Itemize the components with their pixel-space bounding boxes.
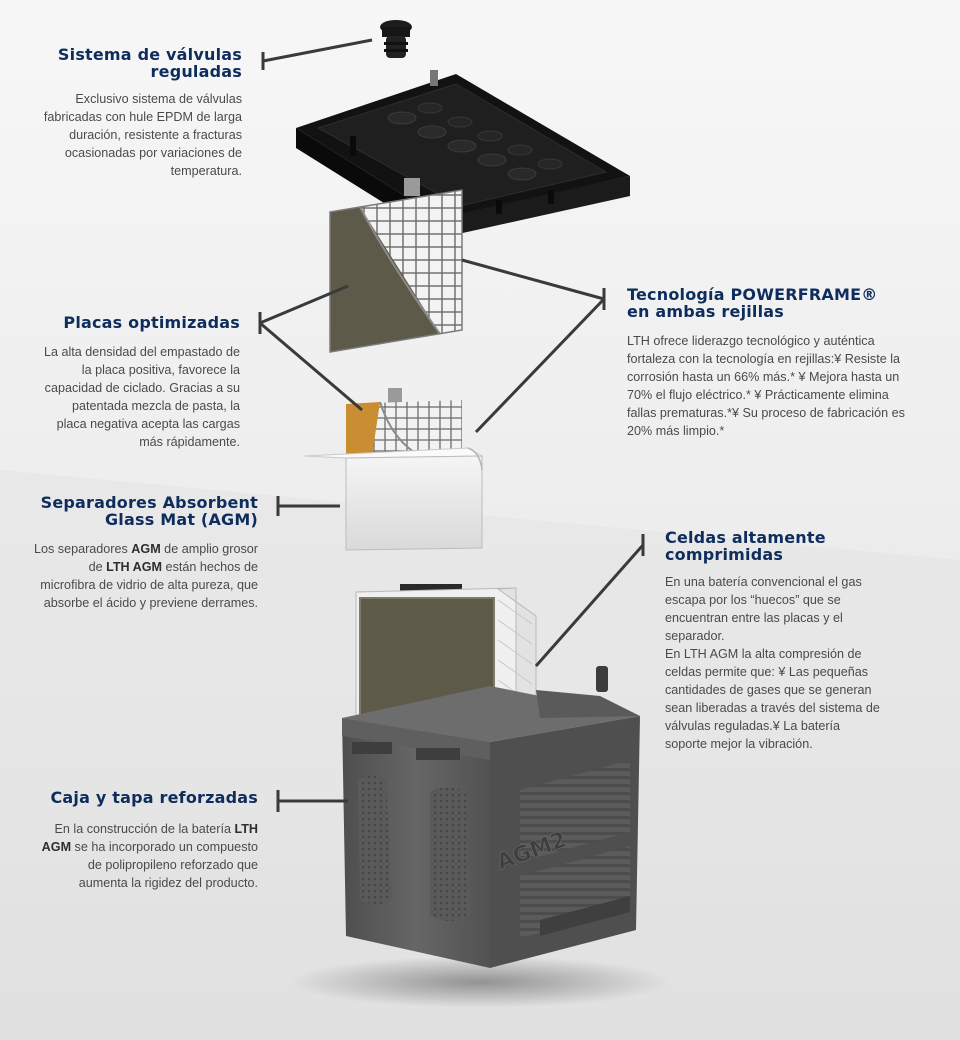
box-title: Caja y tapa reforzadas xyxy=(50,788,258,807)
valve-cap xyxy=(380,20,412,58)
box-body: En la construcción de la batería LTH AGM… xyxy=(41,822,258,890)
plates-body: La alta densidad del empastado de la pla… xyxy=(43,345,240,449)
valves-title: Sistema de válvulas reguladas xyxy=(57,45,242,81)
agm-title: Separadores Absorbent Glass Mat (AGM) xyxy=(40,493,258,529)
agm-section: Separadores Absorbent Glass Mat (AGM) Lo… xyxy=(30,494,258,612)
leader-plates-2 xyxy=(259,321,363,412)
plates-title: Placas optimizadas xyxy=(63,313,240,332)
leader-power-1 xyxy=(461,258,605,301)
powerframe-section: Tecnología POWERFRAME® en ambas rejillas… xyxy=(627,286,917,440)
plates-section: Placas optimizadas La alta densidad del … xyxy=(40,314,240,451)
leader-power-2 xyxy=(474,297,606,434)
positive-plate xyxy=(329,178,463,353)
leader-cells xyxy=(534,544,645,667)
cells-title: Celdas altamente comprimidas xyxy=(665,528,826,564)
powerframe-body: LTH ofrece liderazgo tecnológico y autén… xyxy=(627,334,905,438)
box-section: Caja y tapa reforzadas En la construcció… xyxy=(40,789,258,892)
powerframe-title: Tecnología POWERFRAME® en ambas rejillas xyxy=(627,285,878,321)
cells-body: En una batería convencional el gas escap… xyxy=(665,575,880,751)
leader-plates-1 xyxy=(259,284,349,325)
valves-body: Exclusivo sistema de válvulas fabricadas… xyxy=(43,92,242,178)
agm-separator xyxy=(303,447,484,551)
valves-section: Sistema de válvulas reguladas Exclusivo … xyxy=(40,46,242,180)
battery-lid xyxy=(296,70,630,238)
negative-plate xyxy=(346,388,462,457)
leader-lines xyxy=(258,38,645,812)
battery-case: AGM2 xyxy=(290,666,670,1008)
agm-body: Los separadores AGM de amplio grosor de … xyxy=(33,542,258,610)
cells-section: Celdas altamente comprimidas En una bate… xyxy=(665,529,885,753)
leader-valves xyxy=(262,38,373,63)
